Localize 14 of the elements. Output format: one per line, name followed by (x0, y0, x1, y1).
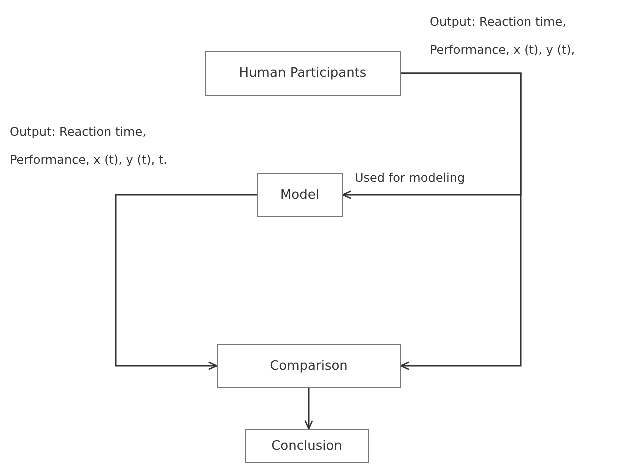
process-box (205, 51, 401, 96)
arrow (115, 194, 257, 370)
box-label: Comparison (270, 358, 348, 374)
output-note: Output: Reaction time, Performance, x (t), y (t), t. (10, 124, 168, 169)
box-label: Conclusion (272, 438, 342, 454)
arrow (304, 388, 314, 430)
arrow (400, 72, 522, 370)
process-box (245, 429, 369, 463)
box-label: Model (280, 188, 320, 202)
process-box (217, 344, 401, 388)
process-box (257, 173, 343, 217)
edge-label: Used for modeling (355, 171, 466, 185)
box-label: Human Participants (239, 66, 367, 81)
output-note: Output: Reaction time, Performance, x (t), y (t), (430, 14, 576, 59)
